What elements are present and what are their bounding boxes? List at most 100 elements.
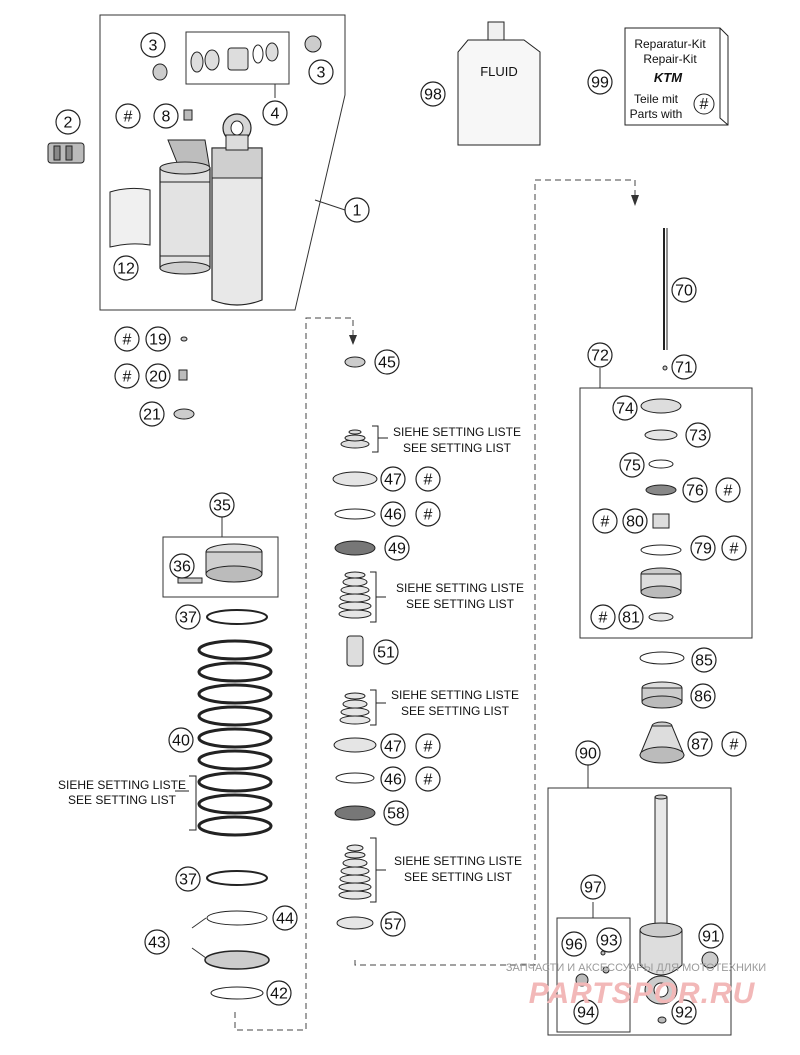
hash-callout: #: [601, 514, 610, 531]
callout-4-circle: [262, 100, 288, 126]
callout-46-circle: [380, 501, 406, 527]
callout-97-circle: [580, 874, 606, 900]
callout-46: 46: [384, 507, 402, 524]
spring-retainer: [206, 609, 268, 625]
piston-ring-part: [333, 737, 377, 753]
setting-note-en: SEE SETTING LIST: [68, 793, 177, 807]
callout-91-circle: [698, 923, 724, 949]
callout-51: 51: [377, 645, 395, 662]
callout-46-circle: [380, 766, 406, 792]
callout-81: 81: [622, 610, 640, 627]
screw-part: [602, 966, 610, 974]
hash-symbol: #: [700, 96, 709, 113]
cap-part: [173, 408, 195, 420]
callout-8: 8: [162, 109, 171, 126]
callout-58: 58: [387, 806, 405, 823]
setting-note-de: SIEHE SETTING LISTE: [58, 778, 186, 792]
small-ball-part: [180, 336, 188, 342]
callout-20-circle: [145, 363, 171, 389]
seal-kit-frame: [185, 31, 290, 85]
hash-callout-circle: [721, 535, 747, 561]
fluid-label: FLUID: [480, 64, 518, 79]
hash-callout-circle: [590, 604, 616, 630]
callout-2: 2: [64, 115, 73, 132]
callout-74-circle: [612, 395, 638, 421]
small-ball-part: [662, 365, 668, 371]
callout-36-circle: [169, 553, 195, 579]
callout-35-circle: [209, 492, 235, 518]
callout-74: 74: [616, 401, 634, 418]
callout-73: 73: [689, 428, 707, 445]
callout-42-circle: [266, 980, 292, 1006]
callout-73-circle: [685, 422, 711, 448]
reservoir-sleeve: [109, 187, 151, 248]
setting-bracket: [175, 425, 388, 903]
washer-part: [344, 356, 366, 368]
callout-96-circle: [561, 931, 587, 957]
repair-kit-line4: Parts with: [630, 107, 683, 121]
callout-47-circle: [380, 466, 406, 492]
hash-callout: #: [123, 369, 132, 386]
callout-92: 92: [675, 1005, 693, 1022]
callout-44-circle: [272, 905, 298, 931]
callout-21: 21: [143, 407, 161, 424]
callout-93-circle: [596, 927, 622, 953]
shock-assembly-frame: [99, 14, 346, 311]
callout-98-circle: [420, 81, 446, 107]
callout-75-circle: [619, 452, 645, 478]
callout-91: 91: [702, 929, 720, 946]
valve-part: [183, 109, 193, 121]
callout-92-circle: [671, 999, 697, 1025]
setting-note-en: SEE SETTING LIST: [403, 441, 512, 455]
callout-49-circle: [384, 535, 410, 561]
callout-3-circle: [140, 32, 166, 58]
callout-79-circle: [690, 535, 716, 561]
callout-76: 76: [686, 483, 704, 500]
washer-part: [644, 429, 678, 441]
hash-callout: #: [730, 737, 739, 754]
callout-94: 94: [577, 1005, 595, 1022]
callout-21-circle: [139, 401, 165, 427]
repair-kit-line2: Repair-Kit: [643, 52, 697, 66]
arrow-head: [631, 195, 639, 206]
bushing-part: [152, 35, 322, 81]
callout-43-circle: [144, 929, 170, 955]
callout-4: 4: [271, 106, 280, 123]
circlip: [210, 986, 264, 1000]
callout-80-circle: [622, 508, 648, 534]
callout-81-circle: [618, 604, 644, 630]
callout-71-circle: [671, 354, 697, 380]
callout-8-circle: [153, 103, 179, 129]
shock-absorber-body: [159, 113, 263, 306]
repair-kit-line3: Teile mit: [634, 92, 679, 106]
hash-callout-circle: [415, 466, 441, 492]
callout-97: 97: [584, 880, 602, 897]
piston-part: [334, 540, 376, 556]
shim-stack-part: [338, 844, 372, 900]
hash-callout: #: [424, 472, 433, 489]
washer-part: [657, 1016, 667, 1024]
shim-stack-part: [339, 692, 371, 725]
callout-99: 99: [591, 75, 609, 92]
bump-stop-part: [641, 681, 683, 709]
callout-37-circle: [175, 866, 201, 892]
setting-note-en: SEE SETTING LIST: [401, 704, 510, 718]
callout-72: 72: [591, 348, 609, 365]
hash-callout: #: [424, 772, 433, 789]
hash-callout: #: [124, 109, 133, 126]
callout-90-circle: [575, 740, 601, 766]
shim-stack-part: [338, 571, 372, 619]
setting-note-de: SIEHE SETTING LISTE: [393, 425, 521, 439]
callout-96: 96: [565, 937, 583, 954]
valve-body-part: [346, 635, 364, 667]
washer-part: [648, 459, 674, 469]
callout-35: 35: [213, 498, 231, 515]
arrow-head: [349, 335, 357, 345]
callout-47-circle: [380, 733, 406, 759]
callout-90: 90: [579, 746, 597, 763]
hash-callout-circle: [415, 766, 441, 792]
o-ring-part: [640, 544, 682, 556]
callout-20: 20: [149, 369, 167, 386]
piston-rod-seal-frame: [579, 387, 753, 639]
coil-spring: [197, 639, 273, 837]
